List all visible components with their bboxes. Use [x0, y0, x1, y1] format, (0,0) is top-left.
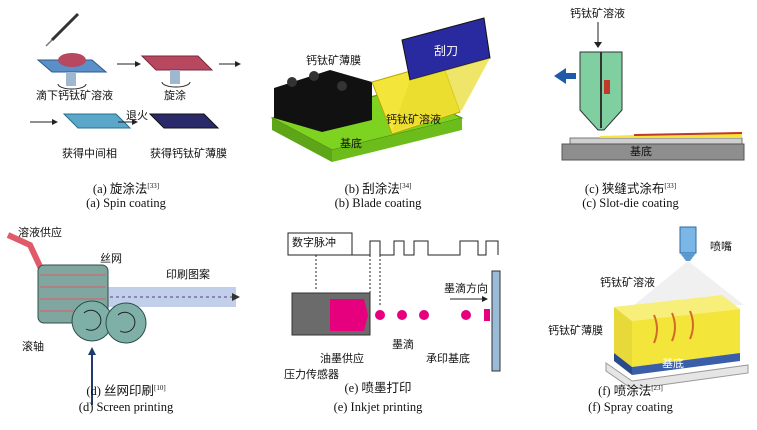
- caption-cn: (b) 刮涂法[34]: [344, 182, 412, 197]
- label-get-film: 获得钙钛矿薄膜: [150, 147, 227, 160]
- spin-coating-illustration: [30, 12, 241, 129]
- panel-inkjet-printing: 数字脉冲 墨滴方向 墨滴 油墨供应 承印基底 压力传感器 (e) 喷墨打印 (e…: [252, 215, 504, 430]
- spray-coating-illustration: [605, 226, 749, 390]
- label-perovskite-solution: 钙钛矿溶液: [386, 113, 441, 126]
- label-print-substrate: 承印基底: [426, 352, 470, 365]
- screen-printing-illustration: [6, 232, 240, 405]
- label-perovskite-solution: 钙钛矿溶液: [600, 276, 655, 289]
- label-perovskite-film: 钙钛矿薄膜: [548, 324, 603, 337]
- label-perovskite-solution: 钙钛矿溶液: [570, 7, 625, 20]
- panel-spin-coating: 滴下钙钛矿溶液 旋涂 退火 获得中间相 获得钙钛矿薄膜 (a) 旋涂法[33] …: [0, 0, 252, 215]
- label-droplet-direction: 墨滴方向: [444, 282, 488, 295]
- caption-cn: (c) 狭缝式涂布[33]: [584, 182, 677, 197]
- label-spin: 旋涂: [164, 89, 186, 102]
- caption-en: (d) Screen printing: [78, 400, 174, 414]
- caption-cn: (d) 丝网印刷[10]: [86, 384, 166, 399]
- caption-cn: (a) 旋涂法[33]: [92, 182, 160, 197]
- label-drop-solution: 滴下钙钛矿溶液: [36, 89, 113, 102]
- panel-blade-coating: 钙钛矿薄膜 刮刀 钙钛矿溶液 基底 (b) 刮涂法[34] (b) Blade …: [252, 0, 504, 215]
- panel-slot-die: 钙钛矿溶液 基底 (c) 狭缝式涂布[33] (c) Slot-die coat…: [504, 0, 757, 215]
- label-roller: 滚轴: [22, 340, 44, 353]
- label-screen: 丝网: [100, 252, 122, 265]
- caption-cn: (f) 喷涂法[23]: [598, 384, 663, 399]
- caption-en: (b) Blade coating: [334, 196, 422, 210]
- caption-en: (f) Spray coating: [588, 400, 673, 414]
- panel-screen-printing: 溶液供应 丝网 印刷图案 滚轴 (d) 丝网印刷[10] (d) Screen …: [0, 215, 252, 430]
- caption-cn: (e) 喷墨打印: [344, 381, 412, 395]
- label-print-pattern: 印刷图案: [166, 268, 210, 281]
- label-intermediate-phase: 获得中间相: [62, 147, 117, 160]
- label-blade: 刮刀: [434, 44, 459, 58]
- label-digital-pulse: 数字脉冲: [292, 236, 336, 249]
- label-ink-supply: 油墨供应: [320, 352, 364, 365]
- label-solution-supply: 溶液供应: [18, 226, 62, 239]
- label-pressure-sensor: 压力传感器: [284, 368, 339, 381]
- caption-en: (a) Spin coating: [86, 196, 166, 210]
- label-nozzle: 喷嘴: [710, 240, 732, 253]
- inkjet-illustration: [287, 232, 501, 372]
- label-anneal: 退火: [126, 109, 148, 122]
- caption-en: (c) Slot-die coating: [582, 196, 679, 210]
- panel-spray-coating: 喷嘴 钙钛矿溶液 钙钛矿薄膜 基底 (f) 喷涂法[23] (f) Spray …: [504, 215, 757, 430]
- label-substrate: 基底: [340, 137, 362, 150]
- label-substrate: 基底: [630, 145, 652, 158]
- label-perovskite-film: 钙钛矿薄膜: [306, 54, 361, 67]
- blade-coating-illustration: [270, 17, 491, 162]
- label-substrate: 基底: [662, 357, 684, 370]
- slot-die-illustration: [554, 22, 745, 161]
- label-droplet: 墨滴: [392, 338, 414, 351]
- caption-en: (e) Inkjet printing: [333, 400, 423, 414]
